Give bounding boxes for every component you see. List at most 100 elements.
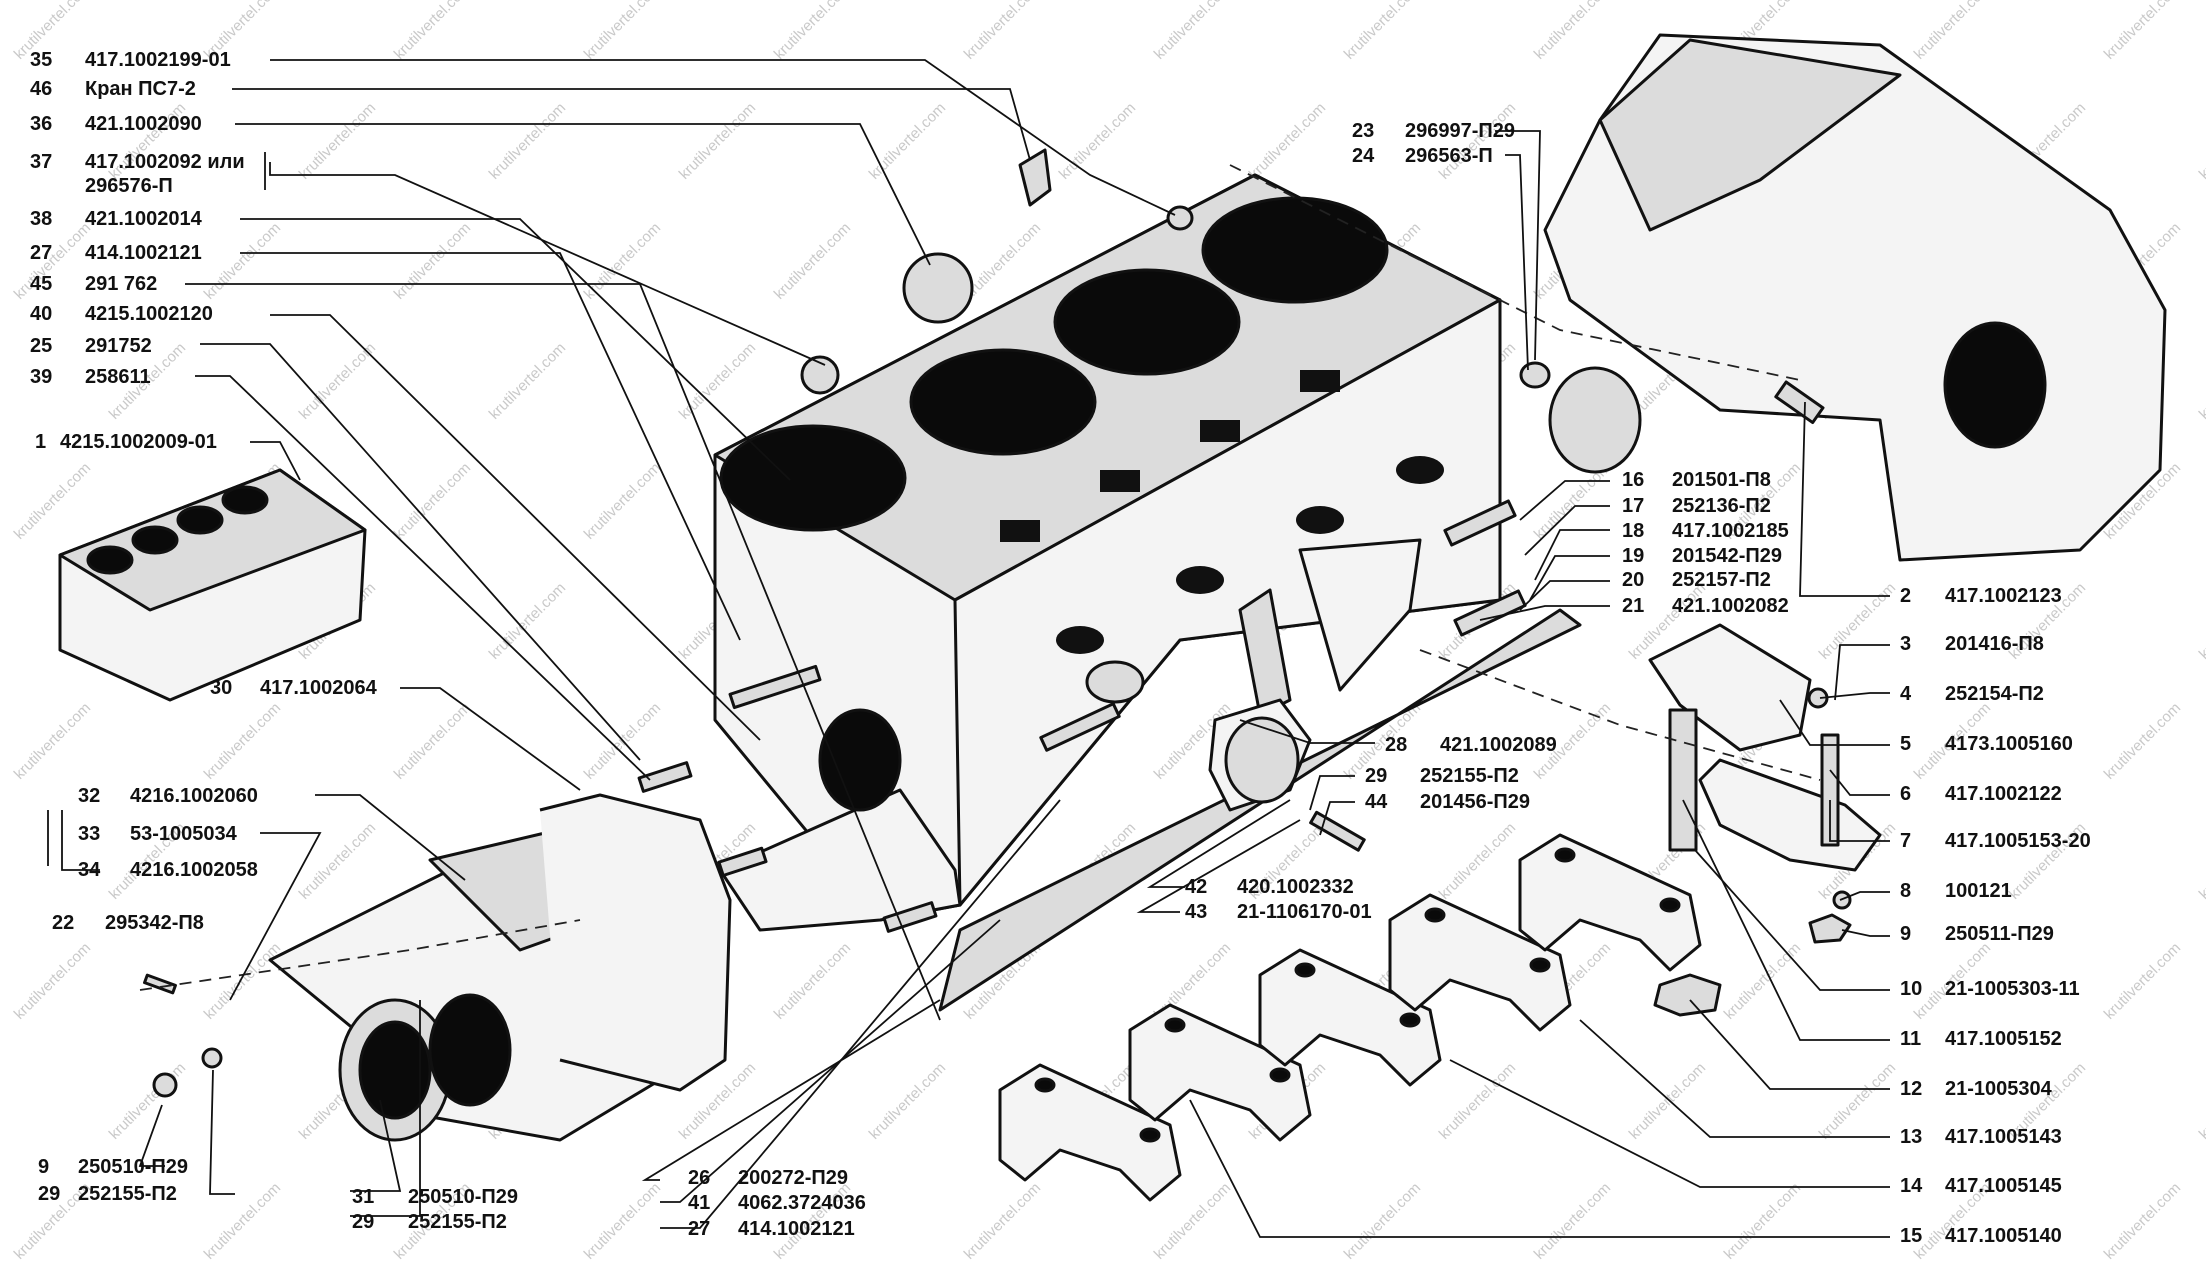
dowels-and-bolts (143, 148, 1852, 1098)
leader-line (232, 88, 1031, 161)
watermark-text: krutilvertel.com (1056, 99, 1139, 182)
callout-left-1-code: Кран ПС7-2 (85, 78, 196, 100)
watermark-text: krutilvertel.com (2101, 939, 2184, 1022)
callout-left-16-code: 295342-П8 (105, 912, 204, 934)
callout-left-11-num: 1 (35, 431, 46, 453)
main-bearing-cap (1128, 1003, 1312, 1142)
leader-line (1841, 929, 1890, 937)
callout-right-9-code: 417.1005152 (1945, 1028, 2062, 1050)
leader-line (1136, 819, 1301, 913)
callout-right-1-code: 201416-П8 (1945, 633, 2044, 655)
callout-center-7-num: 21 (1622, 595, 1644, 617)
callout-right-5-num: 7 (1900, 830, 1911, 852)
main-bearing-cap (1518, 833, 1702, 972)
callout-center-6-num: 20 (1622, 569, 1644, 591)
callout-center-10-num: 44 (1365, 791, 1388, 813)
callout-left-15-code: 4216.1002058 (130, 859, 258, 881)
callout-right-6-code: 100121 (1945, 880, 2012, 902)
watermark-text: krutilvertel.com (2196, 819, 2206, 902)
callout-left-13-code: 4216.1002060 (130, 785, 258, 807)
leader-line (660, 799, 1061, 1229)
callout-right-7-num: 9 (1900, 923, 1911, 945)
watermark-text: krutilvertel.com (581, 1179, 664, 1262)
watermark-text: krutilvertel.com (391, 0, 474, 63)
callout-left-0-code: 417.1002199-01 (85, 49, 231, 71)
watermark-text: krutilvertel.com (201, 1179, 284, 1262)
leader-line (1829, 800, 1890, 842)
watermark-text: krutilvertel.com (391, 459, 474, 542)
callout-center-11-code: 420.1002332 (1237, 876, 1354, 898)
leader-line (240, 218, 791, 481)
callout-left-5-code: 421.1002014 (85, 208, 203, 230)
leader-line (1834, 644, 1890, 701)
callout-bottom-1-code: 252155-П2 (408, 1211, 507, 1233)
leader-line (1479, 605, 1610, 621)
center-lines (139, 164, 1821, 991)
callout-right-4-code: 417.1002122 (1945, 783, 2062, 805)
callout-center-12-code: 21-1106170-01 (1237, 901, 1372, 923)
leader-line (229, 832, 322, 1001)
housing-bore (1943, 321, 2047, 449)
watermark-text: krutilvertel.com (391, 219, 474, 302)
callout-right-2-num: 4 (1900, 683, 1912, 705)
callout-left-1-num: 46 (30, 78, 52, 100)
watermark-text: krutilvertel.com (486, 99, 569, 182)
callout-center-11-num: 42 (1185, 876, 1207, 898)
leader-line (1829, 769, 1890, 796)
callout-left-8-code: 4215.1002120 (85, 303, 213, 325)
plug-37 (800, 355, 840, 395)
callout-left-10-num: 39 (30, 366, 52, 388)
main-bearing-cap (998, 1063, 1182, 1202)
callout-left-9-num: 25 (30, 335, 52, 357)
leader-line (1779, 699, 1890, 746)
watermark-text: krutilvertel.com (1531, 1179, 1614, 1262)
block-thumbnail (58, 468, 367, 702)
callout-right-4-num: 6 (1900, 783, 1911, 805)
callout-left-16-num: 22 (52, 912, 74, 934)
front-bore (818, 708, 902, 812)
leader-line (1799, 401, 1890, 597)
leader-line (1319, 801, 1355, 836)
callout-center-8-code: 421.1002089 (1440, 734, 1557, 756)
callout-center-3-code: 252136-П2 (1672, 495, 1771, 517)
drain-cock-46 (1018, 148, 1052, 207)
expansion-plug-36 (902, 252, 974, 324)
callout-center-1-code: 296563-П (1405, 145, 1493, 167)
callout-left-15-num: 34 (78, 859, 101, 881)
watermark-text: krutilvertel.com (771, 219, 854, 302)
leader-line (1239, 719, 1375, 744)
watermark-text: krutilvertel.com (2196, 579, 2206, 662)
leader-line (270, 314, 761, 741)
leader-line (660, 919, 1001, 1203)
watermark-text: krutilvertel.com (961, 0, 1044, 63)
leader-line (1689, 999, 1890, 1090)
watermark-text: krutilvertel.com (201, 939, 284, 1022)
leader-line (185, 283, 941, 1021)
callout-left-6-num: 27 (30, 242, 52, 264)
watermark-text: krutilvertel.com (771, 939, 854, 1022)
watermark-text: krutilvertel.com (1436, 1059, 1519, 1142)
callout-right-12-code: 417.1005145 (1945, 1175, 2062, 1197)
watermark-text: krutilvertel.com (1816, 1059, 1899, 1142)
watermark-text: krutilvertel.com (2101, 0, 2184, 63)
callout-left-2-code: 421.1002090 (85, 113, 202, 135)
leader-lines (47, 59, 1890, 1238)
watermark-text: krutilvertel.com (1341, 0, 1424, 63)
callout-left-2-num: 36 (30, 113, 52, 135)
leader-line (1519, 580, 1610, 611)
callout-center-10-code: 201456-П29 (1420, 791, 1530, 813)
callout-center-4-num: 18 (1622, 520, 1644, 542)
bracket-32-34 (61, 810, 100, 871)
callout-left-7-code: 291 762 (85, 273, 157, 295)
watermark-text: krutilvertel.com (1341, 1179, 1424, 1262)
callout-right-11-num: 13 (1900, 1126, 1922, 1148)
leader-line (1682, 799, 1890, 1041)
callout-center-7-code: 421.1002082 (1672, 595, 1789, 617)
callout-bottom-1-num: 29 (352, 1211, 374, 1233)
callout-right-9-num: 11 (1900, 1028, 1921, 1050)
leader-line (1579, 1019, 1890, 1138)
watermark-text: krutilvertel.com (581, 459, 664, 542)
watermark-text: krutilvertel.com (1151, 0, 1234, 63)
